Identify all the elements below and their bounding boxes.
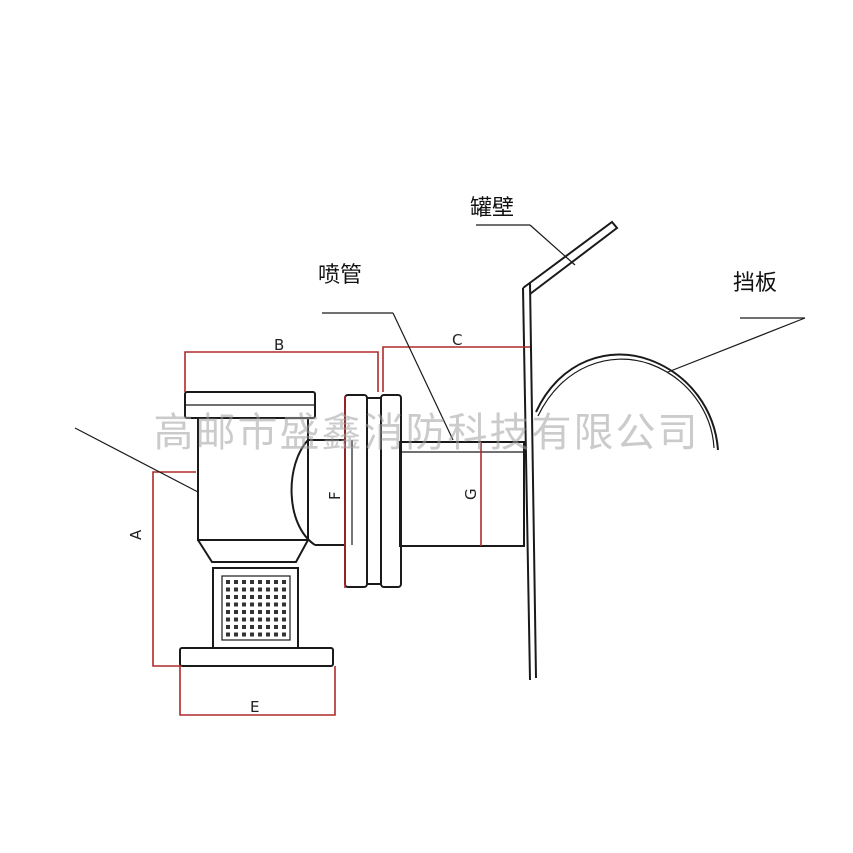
dimension-f-label: F — [326, 491, 344, 500]
mesh-hole — [242, 625, 246, 629]
mesh-hole — [282, 587, 286, 592]
mesh-hole — [274, 625, 278, 629]
mesh-hole — [258, 625, 262, 629]
mesh-hole — [242, 617, 246, 622]
mesh-hole — [250, 625, 254, 629]
mesh-hole — [242, 595, 246, 599]
mesh-hole — [274, 610, 278, 614]
mesh-hole — [258, 602, 262, 607]
baffle-label: 挡板 — [733, 271, 777, 296]
mesh-hole — [226, 595, 230, 599]
mesh-hole — [274, 602, 278, 607]
mesh-hole — [234, 602, 238, 607]
mesh-hole — [234, 625, 238, 629]
mesh-hole — [258, 595, 262, 599]
mesh-hole — [258, 610, 262, 614]
body-neck — [290, 439, 345, 546]
mesh-hole — [266, 587, 270, 592]
mesh-hole — [274, 587, 278, 592]
mesh-hole — [250, 580, 254, 584]
dimension-c-label: C — [452, 331, 462, 349]
mesh-hole — [226, 580, 230, 584]
mesh-hole — [250, 595, 254, 599]
mesh-hole — [242, 602, 246, 607]
mesh-hole — [274, 580, 278, 584]
vertical-body — [197, 417, 309, 563]
mesh-hole — [282, 580, 286, 584]
dimension-lines — [152, 346, 530, 716]
top-cover — [184, 391, 316, 419]
mesh-hole — [282, 595, 286, 599]
tank-wall-label: 罐壁 — [470, 196, 514, 221]
mesh-hole — [266, 595, 270, 599]
mesh-hole — [282, 617, 286, 622]
mesh-hole — [258, 617, 262, 622]
mesh-hole — [282, 625, 286, 629]
mesh-hole — [250, 632, 254, 637]
mesh-hole — [274, 617, 278, 622]
mesh-hole — [258, 580, 262, 584]
mesh-hole — [258, 587, 262, 592]
mesh-hole — [226, 632, 230, 637]
mesh-hole — [234, 617, 238, 622]
dimension-e-label: E — [250, 698, 259, 716]
mesh-hole — [242, 587, 246, 592]
mesh-hole — [226, 617, 230, 622]
mesh-hole — [234, 632, 238, 637]
tank-wall — [522, 220, 619, 681]
leader-lines — [74, 224, 806, 493]
mesh-hole — [274, 632, 278, 637]
mesh-hole — [250, 617, 254, 622]
mesh-hole — [226, 625, 230, 629]
mesh-hole — [282, 610, 286, 614]
mesh-hole — [242, 610, 246, 614]
dimension-a-label: A — [127, 529, 145, 540]
mesh-hole — [234, 610, 238, 614]
connecting-flange — [344, 394, 402, 588]
mesh-hole — [266, 617, 270, 622]
mesh-hole — [226, 610, 230, 614]
mesh-screen — [212, 567, 299, 649]
mesh-hole — [266, 602, 270, 607]
base-flange — [179, 647, 334, 667]
mesh-hole — [266, 625, 270, 629]
dimension-b-label: B — [274, 336, 284, 354]
mesh-hole — [234, 595, 238, 599]
mesh-hole — [266, 610, 270, 614]
mesh-hole — [250, 602, 254, 607]
mesh-hole — [242, 580, 246, 584]
mesh-hole — [226, 587, 230, 592]
baffle-arc — [535, 353, 719, 451]
mesh-hole — [242, 632, 246, 637]
mesh-hole — [266, 580, 270, 584]
mesh-hole — [282, 602, 286, 607]
mesh-hole — [250, 610, 254, 614]
mesh-hole — [258, 632, 262, 637]
mesh-hole — [274, 595, 278, 599]
mesh-hole — [282, 632, 286, 637]
mesh-hole — [234, 580, 238, 584]
spray-pipe-label: 喷管 — [318, 263, 362, 288]
dimension-g-label: G — [462, 488, 480, 500]
mesh-hole — [234, 587, 238, 592]
mesh-hole — [226, 602, 230, 607]
mesh-hole — [266, 632, 270, 637]
mesh-hole — [250, 587, 254, 592]
